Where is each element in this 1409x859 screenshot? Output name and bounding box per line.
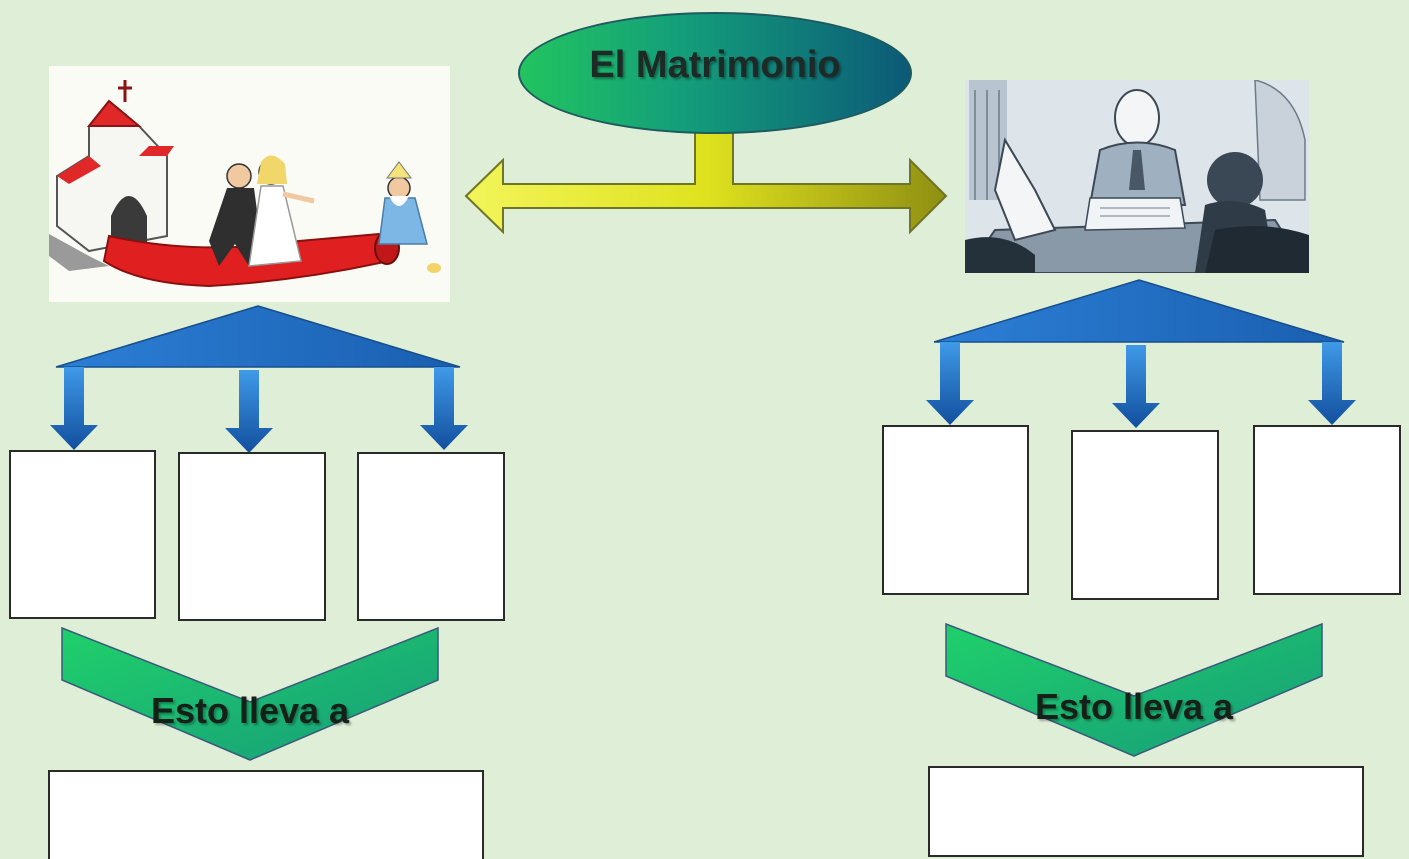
left-branch-tree xyxy=(50,305,468,453)
left-answer-box-3[interactable] xyxy=(357,452,505,621)
left-chevron xyxy=(61,626,439,761)
church-wedding-icon xyxy=(49,80,441,288)
right-answer-box-1[interactable] xyxy=(882,425,1029,595)
page-title: El Matrimonio xyxy=(589,44,841,86)
left-result-box[interactable] xyxy=(48,770,484,859)
right-chevron xyxy=(945,622,1323,757)
title-oval xyxy=(518,12,912,134)
left-lead-label: Esto lleva a xyxy=(150,690,350,731)
right-answer-box-2[interactable] xyxy=(1071,430,1219,600)
church-wedding-illustration xyxy=(49,66,450,302)
left-answer-box-1[interactable] xyxy=(9,450,156,619)
right-answer-box-3[interactable] xyxy=(1253,425,1401,595)
right-result-box[interactable] xyxy=(928,766,1364,857)
business-meeting-illustration xyxy=(965,80,1309,273)
yellow-connector-arrows xyxy=(464,90,948,235)
meeting-icon xyxy=(965,80,1309,273)
right-branch-tree xyxy=(926,279,1356,428)
right-lead-label: Esto lleva a xyxy=(1034,686,1234,727)
left-answer-box-2[interactable] xyxy=(178,452,326,621)
